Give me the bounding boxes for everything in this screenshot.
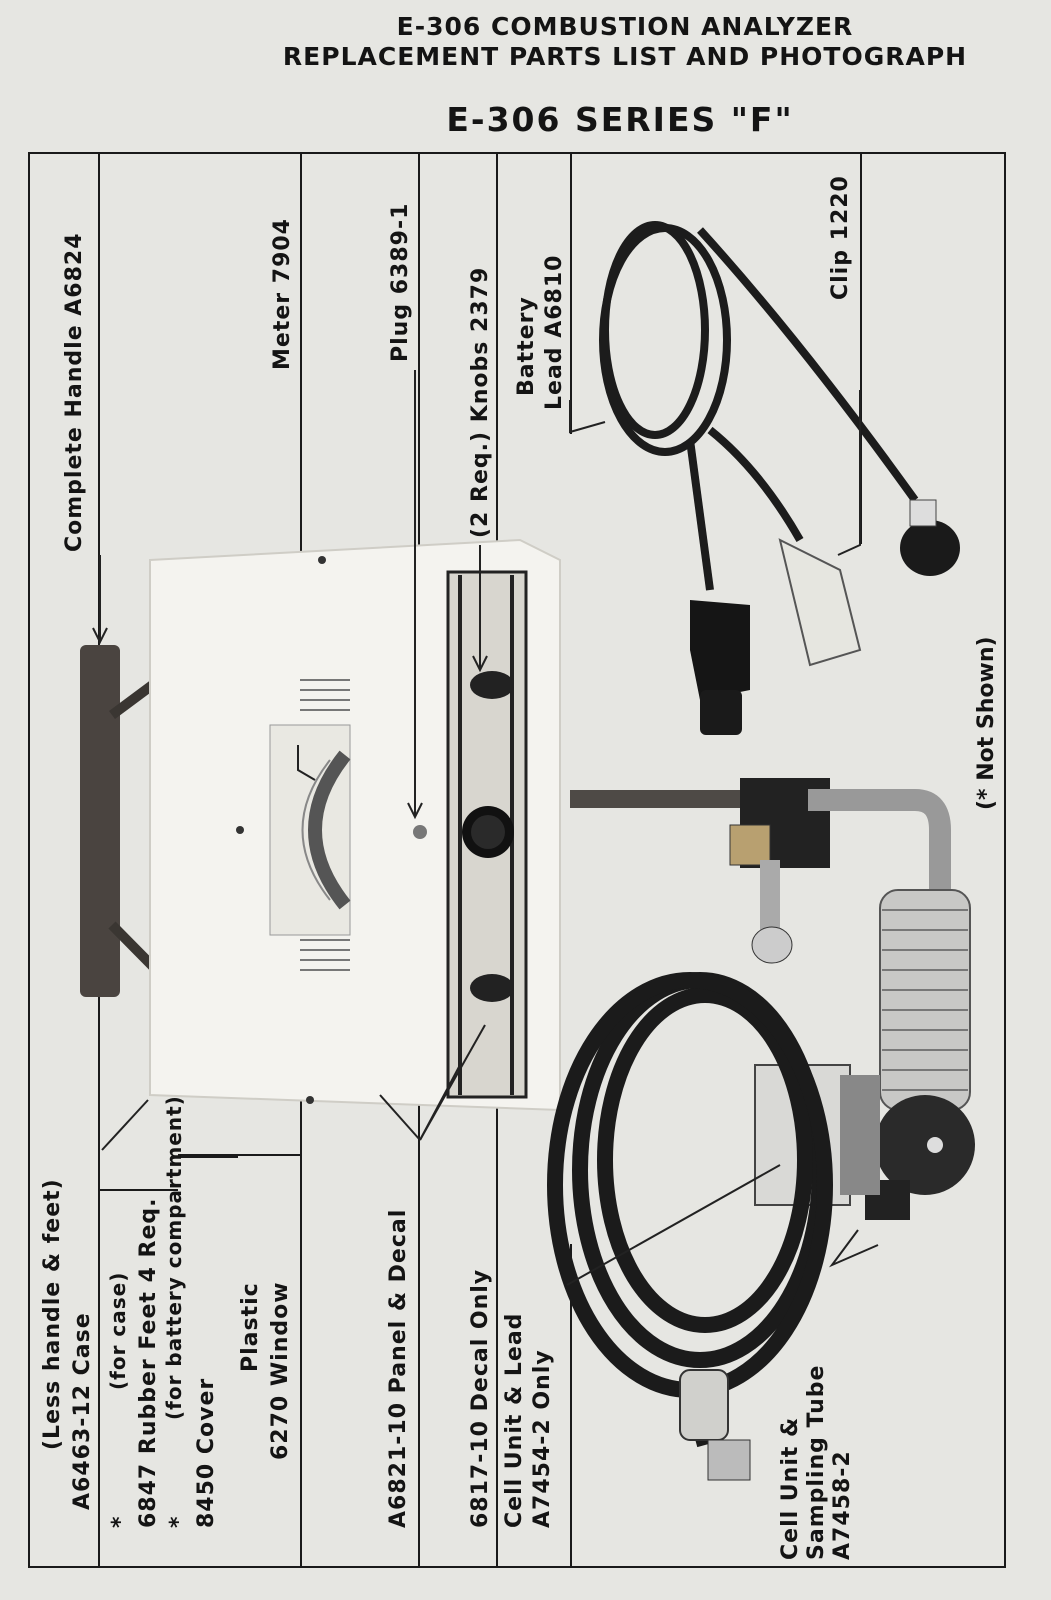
series-title: E-306 SERIES "F": [446, 100, 794, 139]
plug-image: [413, 825, 427, 839]
sampling-probe-image: [570, 778, 975, 1220]
title-line-1: E-306 COMBUSTION ANALYZER: [396, 12, 854, 41]
hose-connector-image: [679, 1369, 751, 1481]
battery-clip-image: [690, 499, 960, 735]
column-divider-clip: [860, 154, 862, 544]
divider-window: [178, 1154, 300, 1156]
column-divider-6b: [570, 1244, 572, 1566]
panel-image: [446, 570, 528, 1099]
meter-image: [269, 724, 351, 936]
title-line-2: REPLACEMENT PARTS LIST AND PHOTOGRAPH: [282, 42, 968, 71]
pointer-lines: [92, 370, 879, 1286]
battery-lead-image: [599, 221, 919, 591]
vent-slots: [300, 679, 350, 971]
column-divider-6a: [570, 154, 572, 434]
divider-rubber: [98, 1189, 178, 1191]
